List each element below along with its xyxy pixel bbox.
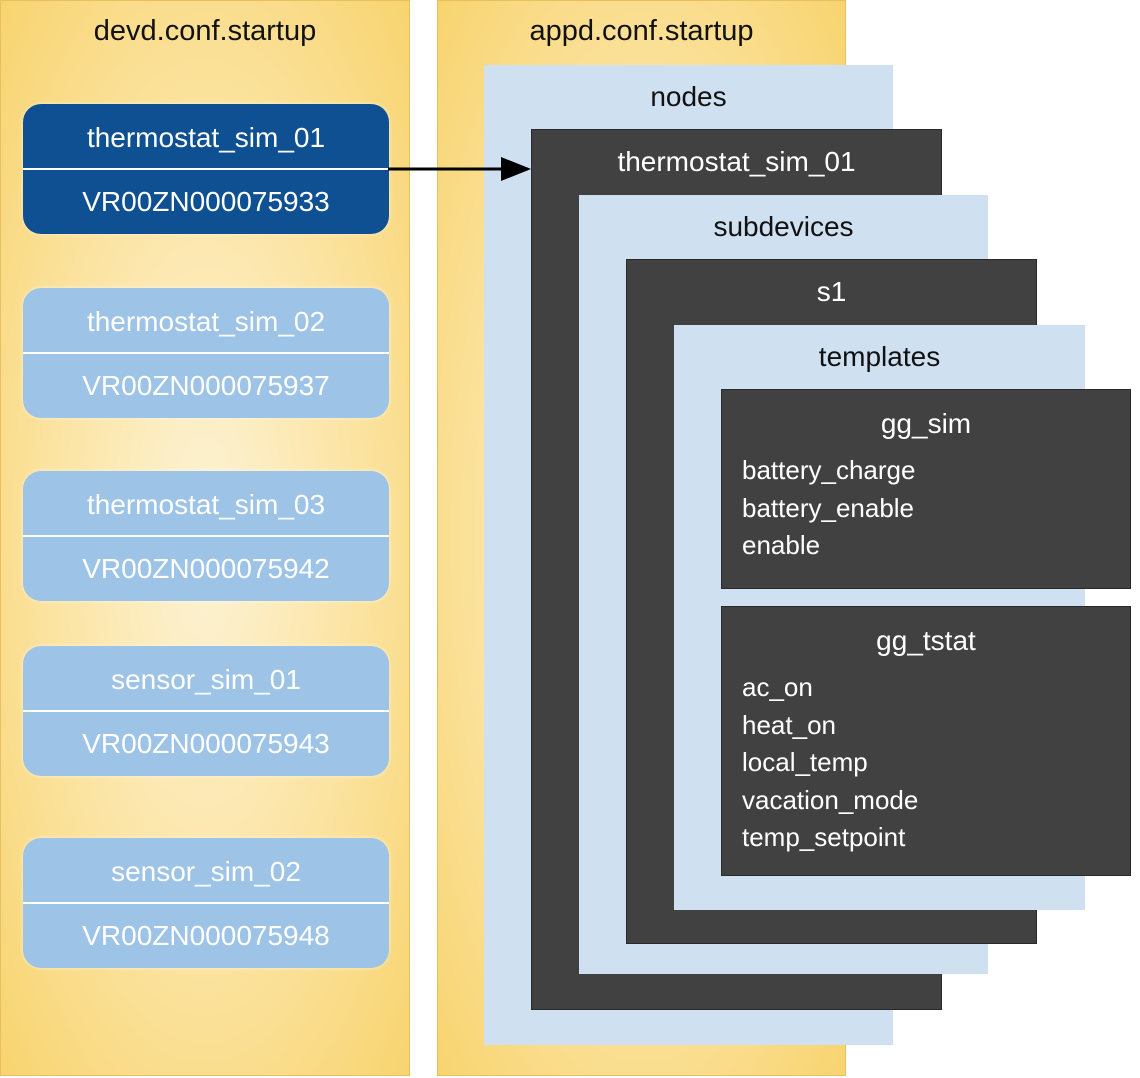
device-separator (23, 710, 389, 712)
device-name: thermostat_sim_01 (86, 122, 326, 153)
template-property: battery_enable (742, 492, 915, 523)
device-sensor-sim-02[interactable]: sensor_sim_02 VR00ZN000075948 (23, 838, 389, 968)
device-separator (23, 168, 389, 170)
device-id: VR00ZN000075943 (82, 728, 330, 759)
device-separator (23, 902, 389, 904)
device-name: thermostat_sim_02 (86, 306, 326, 337)
template-gg-tstat-box[interactable]: gg_tstat ac_on heat_on local_temp vacati… (722, 607, 1130, 875)
subdevices-label: subdevices (713, 211, 854, 242)
nodes-label: nodes (650, 81, 727, 112)
template-property-list: battery_charge battery_enable enable (742, 452, 915, 565)
template-property: battery_charge (742, 455, 916, 485)
device-name: sensor_sim_02 (111, 856, 301, 887)
template-property: local_temp (742, 747, 868, 777)
device-name: thermostat_sim_03 (86, 489, 326, 520)
device-id: VR00ZN000075942 (82, 553, 330, 584)
template-property: vacation_mode (742, 784, 919, 815)
device-separator (23, 352, 389, 354)
appd-panel-title: appd.conf.startup (529, 15, 754, 47)
template-property: heat_on (742, 709, 836, 740)
device-separator (23, 535, 389, 537)
device-name: sensor_sim_01 (111, 664, 301, 695)
template-name: gg_tstat (876, 625, 976, 656)
templates-label: templates (818, 341, 941, 372)
template-property: temp_setpoint (742, 822, 906, 852)
device-id: VR00ZN000075948 (82, 920, 330, 951)
device-id: VR00ZN000075937 (82, 370, 330, 401)
template-name: gg_sim (880, 408, 972, 439)
template-gg-sim-box[interactable]: gg_sim battery_charge battery_enable ena… (722, 390, 1130, 588)
node-name: thermostat_sim_01 (617, 146, 856, 177)
device-thermostat-sim-01[interactable]: thermostat_sim_01 VR00ZN000075933 (23, 104, 389, 234)
devd-panel: devd.conf.startup thermostat_sim_01 VR00… (0, 0, 410, 1076)
template-property: enable (742, 530, 821, 560)
device-thermostat-sim-03[interactable]: thermostat_sim_03 VR00ZN000075942 (23, 471, 389, 601)
device-thermostat-sim-02[interactable]: thermostat_sim_02 VR00ZN000075937 (23, 288, 389, 418)
subdevice-name: s1 (816, 276, 847, 307)
device-id: VR00ZN000075933 (82, 186, 330, 217)
template-property-list: ac_on heat_on local_temp vacation_mode t… (742, 669, 918, 857)
template-property: ac_on (742, 672, 813, 702)
device-sensor-sim-01[interactable]: sensor_sim_01 VR00ZN000075943 (23, 646, 389, 776)
devd-panel-title: devd.conf.startup (93, 15, 317, 47)
